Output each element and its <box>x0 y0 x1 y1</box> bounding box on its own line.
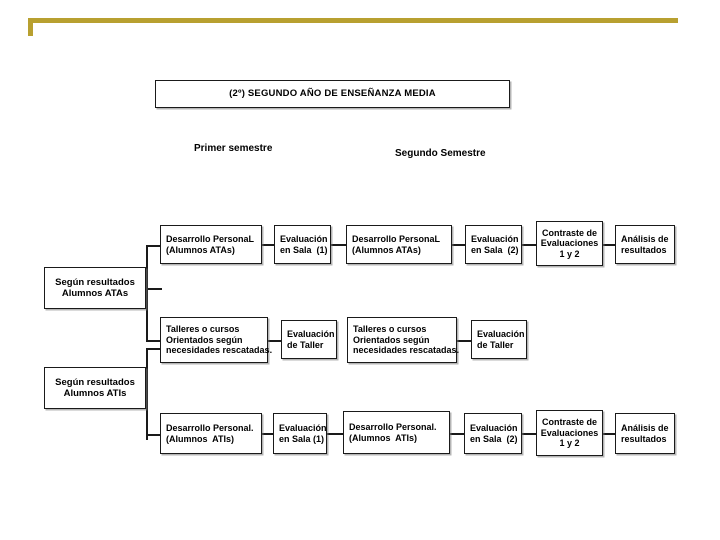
mid-n4-line1: Evaluación <box>477 328 525 339</box>
mid-n3-line1: Talleres o cursos <box>353 324 427 335</box>
mid-n4-line2: de Taller <box>477 339 514 350</box>
connector-ata-trunk <box>146 245 148 341</box>
connector-mid-3-4 <box>457 340 471 342</box>
connector-bot-4-5 <box>522 433 536 435</box>
bottom-node-desarrollo-personal-2: Desarrollo Personal. (Alumnos ATIs) <box>343 411 450 454</box>
connector-bot-2-3 <box>327 433 343 435</box>
connector-top-5-6 <box>603 244 615 246</box>
top-node-evaluacion-sala-1: Evaluación en Sala (1) <box>274 225 331 264</box>
root-atis-line1: Según resultados <box>55 376 135 388</box>
bot-n6-line1: Análisis de <box>621 422 669 433</box>
mid-n1-line3: necesidades rescatadas. <box>166 345 273 356</box>
mid-n1-line1: Talleres o cursos <box>166 324 240 335</box>
connector-bot-3-4 <box>450 433 464 435</box>
top-n2-line1: Evaluación <box>280 233 328 244</box>
top-n6-line1: Análisis de <box>621 233 669 244</box>
top-n6-line2: resultados <box>621 244 667 255</box>
top-n1-line1: Desarrollo PersonaL <box>166 233 255 244</box>
root-box-atas: Según resultados Alumnos ATAs <box>44 267 146 309</box>
connector-top-2-3 <box>331 244 346 246</box>
middle-node-talleres-1: Talleres o cursos Orientados según neces… <box>160 317 273 363</box>
connector-top-1-2 <box>262 244 274 246</box>
top-n5-line3: 1 y 2 <box>559 248 580 259</box>
top-n1-line2: (Alumnos ATAs) <box>166 244 235 255</box>
bot-n5-line1: Contraste de <box>541 417 597 428</box>
mid-n3-line3: necesidades rescatadas. <box>353 345 460 356</box>
bot-n5-line2: Evaluaciones <box>540 427 599 438</box>
bottom-node-analisis-resultados: Análisis de resultados <box>615 413 675 454</box>
bottom-node-evaluacion-sala-2: Evaluación en Sala (2) <box>464 413 522 454</box>
bot-n4-line1: Evaluación <box>470 422 518 433</box>
root-atas-line1: Según resultados <box>55 276 135 288</box>
top-n4-line1: Evaluación <box>471 233 519 244</box>
root-atas-line2: Alumnos ATAs <box>61 288 129 299</box>
connector-ata-stub <box>146 288 162 290</box>
top-n4-line2: en Sala (2) <box>471 244 519 255</box>
header-accent-bar <box>28 18 678 23</box>
bot-n6-line2: resultados <box>621 433 667 444</box>
mid-n3-line2: Orientados según <box>353 334 430 345</box>
top-node-desarrollo-personal-1: Desarrollo PersonaL (Alumnos ATAs) <box>160 225 262 264</box>
root-box-atis: Según resultados Alumnos ATIs <box>44 367 146 409</box>
caption-second-semester: Segundo Semestre <box>395 148 486 159</box>
top-node-desarrollo-personal-2: Desarrollo PersonaL (Alumnos ATAs) <box>346 225 452 264</box>
top-node-contraste-evaluaciones: Contraste de Evaluaciones 1 y 2 <box>536 221 603 266</box>
mid-n1-line2: Orientados según <box>166 334 243 345</box>
diagram-title-text: (2º) SEGUNDO AÑO DE ENSEÑANZA MEDIA <box>229 88 436 100</box>
connector-ati-to-middle <box>146 348 160 350</box>
connector-ati-trunk <box>146 348 148 440</box>
middle-node-evaluacion-taller-1: Evaluación de Taller <box>281 320 337 359</box>
top-n3-line2: (Alumnos ATAs) <box>352 244 421 255</box>
bot-n1-line1: Desarrollo Personal. <box>166 422 254 433</box>
mid-n2-line2: de Taller <box>287 339 324 350</box>
middle-node-talleres-2: Talleres o cursos Orientados según neces… <box>347 317 460 363</box>
caption-first-semester: Primer semestre <box>194 143 273 154</box>
bot-n2-line1: Evaluación <box>279 422 327 433</box>
mid-n2-line1: Evaluación <box>287 328 335 339</box>
bottom-node-desarrollo-personal-1: Desarrollo Personal. (Alumnos ATIs) <box>160 413 262 454</box>
diagram-title-box: (2º) SEGUNDO AÑO DE ENSEÑANZA MEDIA <box>155 80 510 108</box>
top-node-evaluacion-sala-2: Evaluación en Sala (2) <box>465 225 522 264</box>
top-node-analisis-resultados: Análisis de resultados <box>615 225 675 264</box>
connector-top-3-4 <box>452 244 465 246</box>
bot-n5-line3: 1 y 2 <box>559 438 580 449</box>
connector-mid-1-2 <box>268 340 281 342</box>
top-n5-line1: Contraste de <box>541 227 597 238</box>
bot-n3-line1: Desarrollo Personal. <box>349 421 437 432</box>
bot-n3-line2: (Alumnos ATIs) <box>349 432 417 443</box>
bot-n4-line2: en Sala (2) <box>470 433 518 444</box>
connector-ati-to-bottom <box>146 434 160 436</box>
bot-n2-line2: en Sala (1) <box>279 433 325 444</box>
middle-node-evaluacion-taller-2: Evaluación de Taller <box>471 320 527 359</box>
connector-ata-to-middle <box>146 340 160 342</box>
top-n5-line2: Evaluaciones <box>540 238 599 249</box>
connector-top-4-5 <box>522 244 536 246</box>
top-n3-line1: Desarrollo PersonaL <box>352 233 441 244</box>
header-accent-tick <box>28 18 33 36</box>
top-n2-line2: en Sala (1) <box>280 244 328 255</box>
connector-ata-to-top <box>146 245 160 247</box>
connector-bot-1-2 <box>262 433 273 435</box>
bottom-node-evaluacion-sala-1: Evaluación en Sala (1) <box>273 413 327 454</box>
bottom-node-contraste-evaluaciones: Contraste de Evaluaciones 1 y 2 <box>536 410 603 456</box>
bot-n1-line2: (Alumnos ATIs) <box>166 433 234 444</box>
connector-bot-5-6 <box>603 433 615 435</box>
root-atis-line2: Alumnos ATIs <box>63 388 127 399</box>
